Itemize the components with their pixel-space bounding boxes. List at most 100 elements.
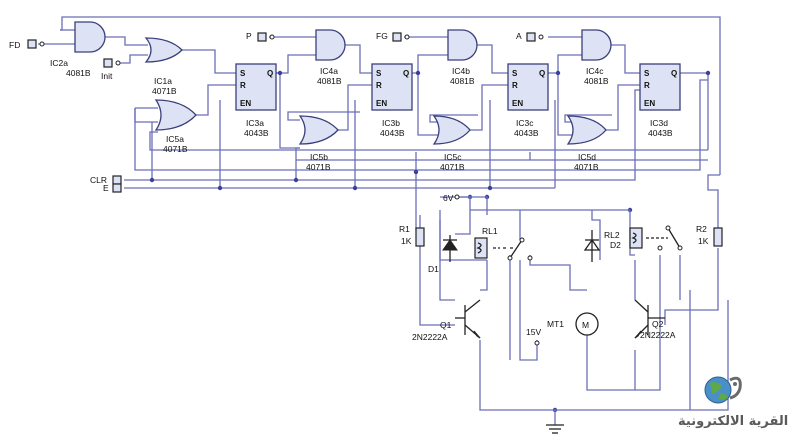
input-a[interactable]: A [516,31,544,42]
ic2a-name: IC2a [50,58,68,68]
logo-text: القرية الالكترونية [678,414,788,429]
label-e: E [103,183,109,193]
d1-name: D1 [428,264,439,274]
label-fg: FG [376,31,388,41]
rl1-name: RL1 [482,226,498,236]
ground-symbol [546,424,564,434]
transistor-q2: Q2 2N2222A [634,299,676,340]
rl2-name: RL2 [604,230,620,240]
r2-value: 1K [698,236,709,246]
or-gate-ic5d: IC5d 4071B [566,115,607,172]
power-wires [419,196,729,425]
q1-part: 2N2222A [412,332,448,342]
input-p[interactable]: P [246,31,275,42]
ic5c-part: 4071B [440,162,465,172]
ic5b-name: IC5b [310,152,328,162]
resistor-r1: R1 1K [399,224,425,247]
latch-ic3d: S R EN Q IC3d 4043B [639,63,681,138]
label-fd: FD [9,40,20,50]
svg-text:Q: Q [539,69,545,78]
ic1a-name: IC1a [154,76,172,86]
mt1-name: MT1 [547,319,564,329]
logic-wires [38,16,721,230]
input-fg[interactable]: FG [376,31,410,42]
ic1a-part: 4071B [152,86,177,96]
svg-text:S: S [644,69,650,78]
svg-text:Q: Q [267,69,273,78]
and-gate-ic2a: IC2a 4081B [50,21,106,78]
transistor-q1: Q1 2N2222A [412,299,481,342]
ic4c-part: 4081B [584,76,609,86]
ic4c-name: IC4c [586,66,604,76]
relay-rl2: RL2 [604,225,683,251]
svg-text:S: S [240,69,246,78]
svg-text:EN: EN [376,99,387,108]
svg-text:EN: EN [512,99,523,108]
r1-name: R1 [399,224,410,234]
ic3b-part: 4043B [380,128,405,138]
svg-text:Q: Q [671,69,677,78]
latch-ic3a: S R EN Q IC3a 4043B [235,63,277,138]
relay-rl1: RL1 [474,226,533,261]
svg-text:S: S [512,69,518,78]
svg-text:EN: EN [240,99,251,108]
r1-value: 1K [401,236,412,246]
label-a: A [516,31,522,41]
svg-text:R: R [512,81,518,90]
motor-mt1: M MT1 [547,312,599,336]
supply-6v: 6V [443,193,460,203]
ic3d-part: 4043B [648,128,673,138]
q2-name: Q2 [652,319,664,329]
or-gate-ic5b: IC5b 4071B [298,115,339,172]
label-init: Init [101,71,113,81]
r2-name: R2 [696,224,707,234]
ic4b-name: IC4b [452,66,470,76]
supply-15v: 15V [526,327,541,346]
or-gate-ic5a: IC5a 4071B [154,99,197,154]
svg-text:EN: EN [644,99,655,108]
ic2a-part: 4081B [66,68,91,78]
and-gate-ic4c: IC4c 4081B [581,29,612,86]
svg-text:S: S [376,69,382,78]
latch-ic3b: S R EN Q IC3b 4043B [371,63,413,138]
input-init[interactable]: Init [101,58,121,81]
ic4a-name: IC4a [320,66,338,76]
motor-symbol: M [582,320,589,330]
diode-d2: D2 [583,230,621,262]
ic3d-name: IC3d [650,118,668,128]
ic3c-part: 4043B [514,128,539,138]
ic5d-part: 4071B [574,162,599,172]
ic4b-part: 4081B [450,76,475,86]
ic3a-name: IC3a [246,118,264,128]
or-gate-ic1a: IC1a 4071B [144,37,183,96]
ic5a-name: IC5a [166,134,184,144]
input-fd[interactable]: FD [9,39,45,50]
ic5d-name: IC5d [578,152,596,162]
q2-part: 2N2222A [640,330,676,340]
label-p: P [246,31,252,41]
label-clr: CLR [90,175,107,185]
ic3c-name: IC3c [516,118,534,128]
and-gate-ic4b: IC4b 4081B [447,29,478,86]
d2-name: D2 [610,240,621,250]
site-logo: القرية الالكترونية [678,376,788,429]
resistor-r2: R2 1K [696,224,723,247]
ic3b-name: IC3b [382,118,400,128]
svg-text:Q: Q [403,69,409,78]
and-gate-ic4a: IC4a 4081B [315,29,346,86]
q1-name: Q1 [440,320,452,330]
label-15v: 15V [526,327,541,337]
ic3a-part: 4043B [244,128,269,138]
svg-text:R: R [376,81,382,90]
latch-ic3c: S R EN Q IC3c 4043B [507,63,549,138]
ic4a-part: 4081B [317,76,342,86]
label-6v: 6V [443,193,454,203]
ic5b-part: 4071B [306,162,331,172]
or-gate-ic5c: IC5c 4071B [432,115,471,172]
input-e[interactable]: E [103,183,122,193]
svg-text:R: R [240,81,246,90]
svg-text:R: R [644,81,650,90]
diode-d1: D1 [428,235,458,274]
ic5a-part: 4071B [163,144,188,154]
